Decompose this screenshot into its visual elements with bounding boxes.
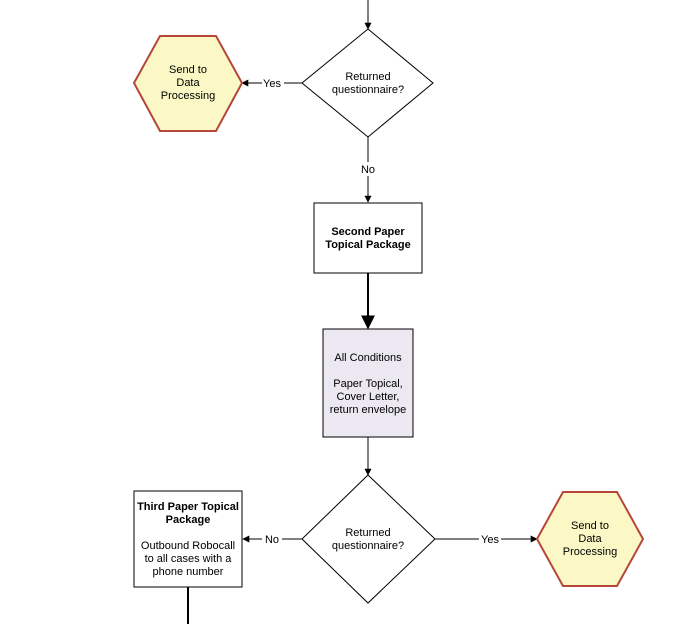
second-box-line2: Topical Package: [325, 239, 410, 251]
third-box-title2: Package: [166, 514, 211, 526]
edge-label-d2-yes: Yes: [481, 534, 499, 546]
process-all-conditions: All Conditions Paper Topical, Cover Lett…: [322, 328, 414, 438]
edge-label-d1-no: No: [361, 164, 375, 176]
third-box-body1: Outbound Robocall: [141, 540, 235, 552]
conditions-line4: Cover Letter,: [337, 391, 400, 403]
process-second-paper-topical-package: Second Paper Topical Package: [313, 202, 423, 274]
decision-returned-questionnaire-1: Returned questionnaire?: [301, 28, 434, 138]
hex2-line3: Processing: [563, 546, 617, 558]
decision-returned-questionnaire-2: Returned questionnaire?: [301, 474, 436, 604]
conditions-line1: All Conditions: [334, 352, 402, 364]
edge-label-d1-yes: Yes: [263, 78, 281, 90]
hex1-line2: Data: [176, 77, 200, 89]
hex2-line1: Send to: [571, 520, 609, 532]
decision1-line1: Returned: [345, 71, 390, 83]
third-box-body2: to all cases with a: [145, 553, 233, 565]
decision1-line2: questionnaire?: [332, 84, 404, 96]
decision2-line2: questionnaire?: [332, 540, 404, 552]
terminator-send-to-data-processing-1: Send to Data Processing: [132, 35, 244, 132]
hex1-line1: Send to: [169, 64, 207, 76]
hex1-line3: Processing: [161, 90, 215, 102]
third-box-title1: Third Paper Topical: [137, 501, 239, 513]
decision2-line1: Returned: [345, 527, 390, 539]
process-third-paper-topical-package: Third Paper Topical Package Outbound Rob…: [133, 490, 243, 588]
edge-label-d2-no: No: [265, 534, 279, 546]
third-box-body3: phone number: [153, 566, 224, 578]
hex2-line2: Data: [578, 533, 602, 545]
terminator-send-to-data-processing-2: Send to Data Processing: [535, 491, 645, 587]
second-box-line1: Second Paper: [331, 226, 405, 238]
conditions-line5: return envelope: [330, 404, 406, 416]
conditions-line3: Paper Topical,: [333, 378, 403, 390]
